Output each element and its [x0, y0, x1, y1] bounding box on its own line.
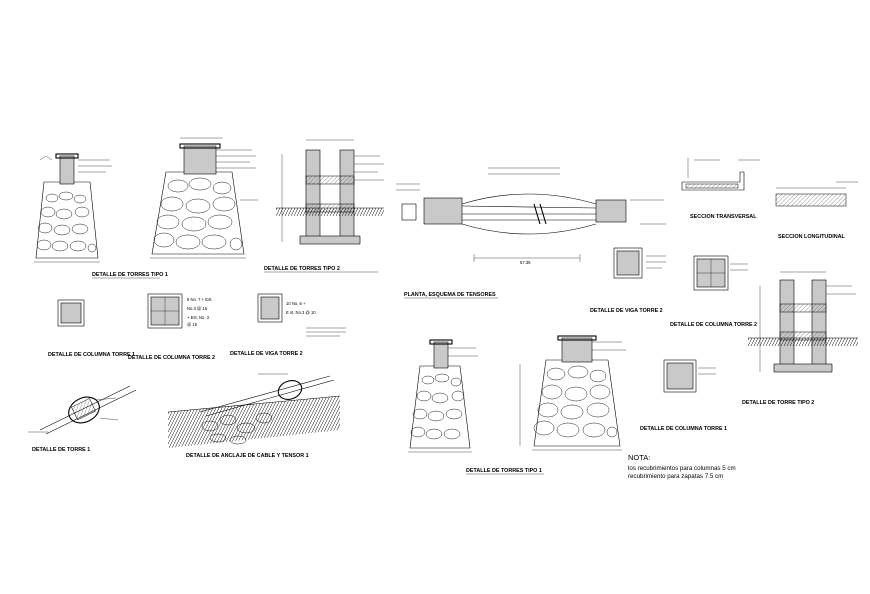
note-line-1: los recubrimientos para columnas 5 cm	[628, 465, 736, 472]
anchor-tensor-detail	[167, 373, 341, 448]
tower-type1-left-large	[150, 137, 258, 259]
col2-note-d: @ 15	[187, 322, 198, 327]
tower-type1-right-large	[519, 335, 626, 451]
label-d4: DETALLE DE TORRE 1	[32, 447, 90, 453]
tower-type1-left	[34, 153, 112, 263]
longitudinal-section	[775, 181, 858, 207]
tower-type2-right	[748, 271, 858, 373]
label-d5: DETALLE DE ANCLAJE DE CABLE Y TENSOR 1	[186, 453, 309, 459]
column-detail-1	[57, 299, 85, 327]
label-d2: DETALLE DE TORRES TIPO 2	[264, 266, 340, 272]
label-pl: PLANTA, ESQUEMA DE TENSORES	[404, 292, 496, 298]
label-c2b: DETALLE DE COLUMNA TORRE 2	[670, 322, 757, 328]
label-sec: SECCION TRANSVERSAL	[690, 214, 757, 220]
cross-section	[681, 158, 760, 191]
label-d1: DETALLE DE TORRES TIPO 1	[92, 272, 168, 278]
label-vt: DETALLE DE VIGA TORRE 2	[230, 351, 303, 357]
label-d2b: DETALLE DE TORRE TIPO 2	[742, 400, 814, 406]
column-detail-1-right	[663, 359, 716, 393]
column-detail-2-right	[693, 255, 748, 291]
label-d1b: DETALLE DE TORRES TIPO 1	[466, 468, 542, 474]
tower-type2-left	[276, 139, 384, 245]
col2-note-b: No.3 @ 15	[187, 306, 208, 311]
tower-type1-right	[408, 339, 478, 453]
column-detail-2	[147, 293, 183, 329]
plan-tensors	[396, 167, 666, 262]
label-lon: SECCION LONGITUDINAL	[778, 234, 845, 240]
label-c1b: DETALLE DE COLUMNA TORRE 1	[640, 426, 727, 432]
label-c2: DETALLE DE COLUMNA TORRE 2	[128, 355, 215, 361]
note-heading: NOTA:	[628, 453, 650, 462]
col2-note-c: + Est. No. 3	[187, 315, 210, 320]
beam-detail	[257, 293, 283, 323]
cable-anchor-detail	[28, 385, 137, 435]
viga-note-a: 10 No. 6 +	[286, 301, 306, 306]
plan-dimension: 57.35	[520, 260, 531, 265]
label-c1: DETALLE DE COLUMNA TORRE 1	[48, 352, 135, 358]
col2-note-a: 8 No. 7 + Est.	[187, 297, 213, 302]
beam-detail-right	[613, 247, 666, 279]
note-line-2: recubrimiento para zapatas 7.5 cm	[628, 473, 723, 480]
label-vt2: DETALLE DE VIGA TORRE 2	[590, 308, 663, 314]
viga-note-b: E st. No.3 @ 10	[286, 310, 316, 315]
